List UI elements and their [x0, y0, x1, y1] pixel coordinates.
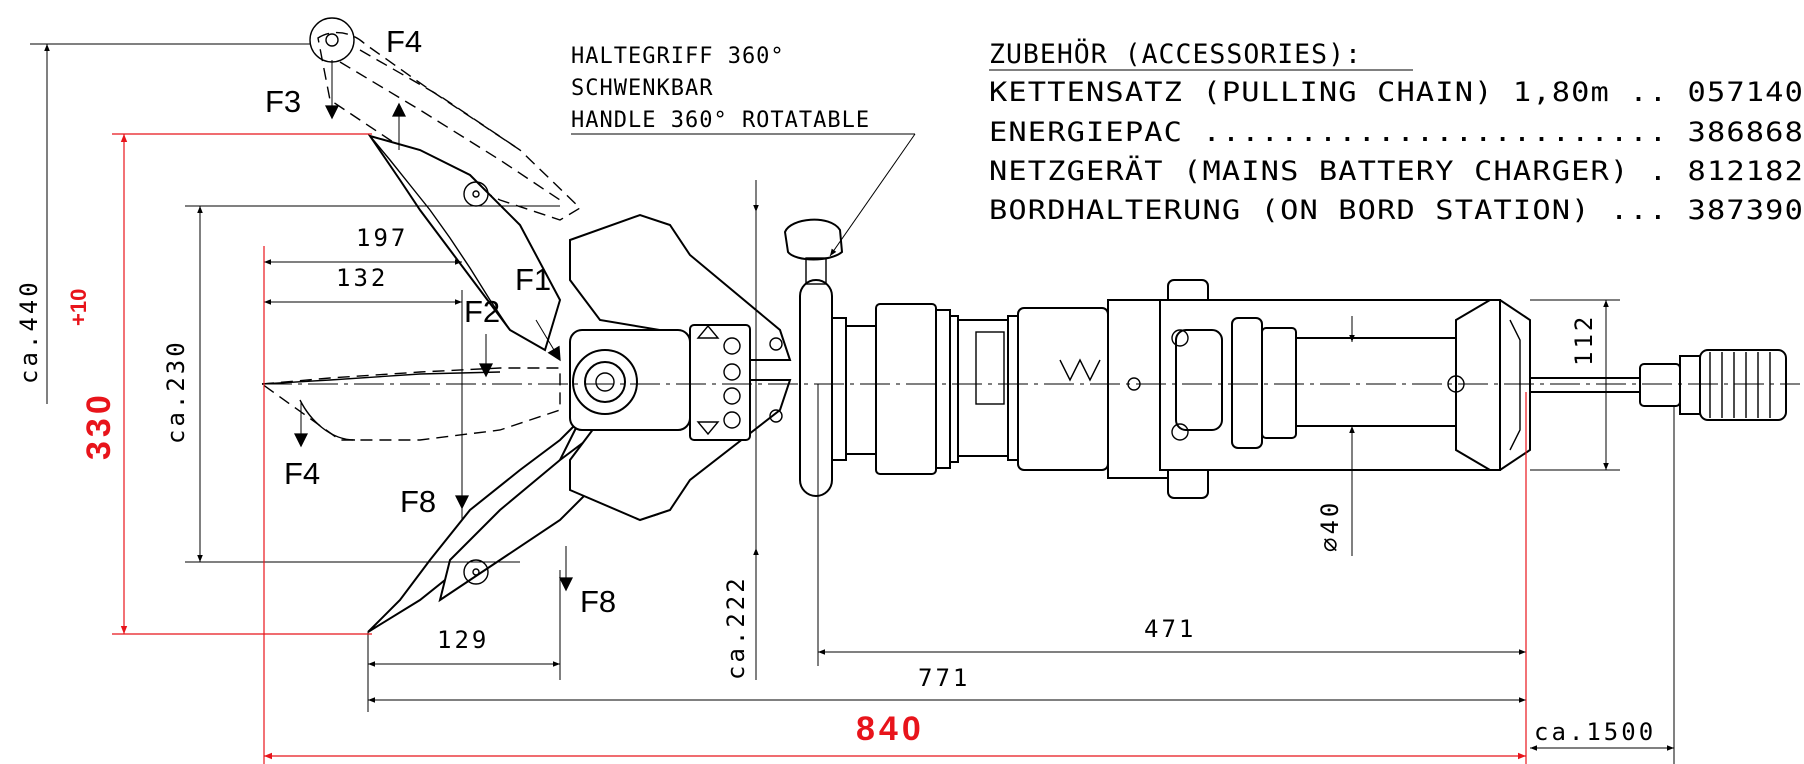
dimension-132: 132	[336, 264, 388, 292]
body-cylinder	[831, 279, 1209, 499]
dimension-diameter-40: ∅40	[1316, 500, 1344, 552]
dimension-840: 840	[856, 710, 925, 748]
cable-plug	[1529, 349, 1787, 421]
dimension-771: 771	[918, 664, 970, 692]
handle-note-line1: HALTEGRIFF 360°	[571, 44, 785, 69]
force-label-f4-top: F4	[386, 24, 422, 59]
handle-note-line2: SCHWENKBAR	[571, 76, 713, 101]
force-label-f3: F3	[265, 84, 301, 119]
battery-pack	[1159, 299, 1531, 471]
force-label-f8-low: F8	[580, 584, 616, 619]
dimension-lines: 197 132 129 ca.230 ca.440 ca.222 471 771	[15, 43, 1675, 764]
rescue-tool-drawing	[260, 17, 1800, 633]
accessory-item: ENERGIEPAC ........................ 3868…	[989, 117, 1804, 148]
dimension-230: ca.230	[162, 339, 190, 444]
accessory-item: BORDHALTERUNG (ON BORD STATION) ... 3873…	[989, 195, 1804, 226]
force-label-f1: F1	[515, 262, 551, 297]
upper-jaw	[367, 134, 562, 352]
force-label-f8-mid: F8	[400, 484, 436, 519]
accessory-item: KETTENSATZ (PULLING CHAIN) 1,80m .. 0571…	[989, 77, 1804, 108]
dimension-330-tolerance: +10	[66, 289, 91, 326]
force-label-f4-left: F4	[284, 456, 320, 491]
dimension-112: 112	[1570, 314, 1598, 366]
force-label-f2: F2	[464, 294, 500, 329]
tool-head	[569, 213, 792, 522]
handle	[783, 218, 844, 497]
handle-note-line3: HANDLE 360° ROTATABLE	[571, 108, 870, 133]
dimension-197: 197	[356, 224, 408, 252]
dimension-330: 330	[80, 391, 118, 460]
accessories-list: ZUBEHÖR (ACCESSORIES): KETTENSATZ (PULLI…	[989, 38, 1804, 226]
dimension-222: ca.222	[722, 575, 750, 680]
accessories-heading: ZUBEHÖR (ACCESSORIES):	[989, 38, 1362, 70]
spreader-tips	[260, 367, 561, 441]
force-arrows: F3 F4 F1 F2 F4 F8 F8	[265, 24, 616, 619]
dimension-471: 471	[1144, 615, 1196, 643]
dimension-440: ca.440	[15, 279, 43, 384]
handle-note: HALTEGRIFF 360° SCHWENKBAR HANDLE 360° R…	[571, 44, 916, 257]
dimension-1500: ca.1500	[1534, 718, 1656, 746]
dimension-129: 129	[437, 626, 489, 654]
main-dimensions: 330 +10 840	[66, 133, 1527, 764]
accessory-item: NETZGERÄT (MAINS BATTERY CHARGER) . 8121…	[989, 155, 1804, 187]
